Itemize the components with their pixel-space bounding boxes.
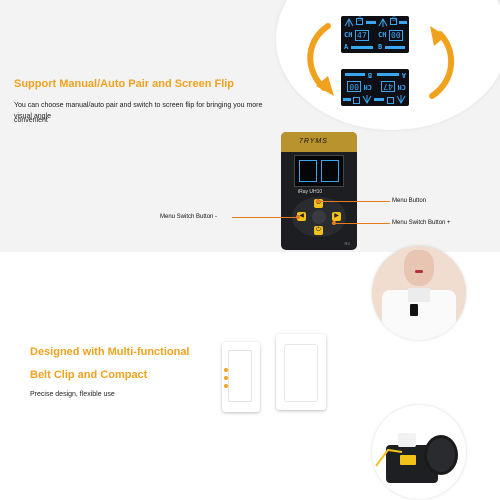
signal-icon: [378, 18, 388, 27]
channel-number-right: 00: [347, 81, 361, 92]
channel-label-left: CH: [397, 83, 406, 91]
channel-number-left: 47: [381, 81, 395, 92]
status-icon-right: [353, 97, 360, 104]
power-button[interactable]: ⏻: [314, 226, 323, 235]
section2-title-line2: Belt Clip and Compact: [30, 369, 148, 381]
flip-arrow-right-icon: [429, 26, 455, 99]
lcd-display-normal: S S CH 47 CH 00 A B: [341, 16, 409, 53]
level-bar-left: [366, 21, 376, 24]
channel-number-left: 47: [355, 30, 369, 41]
channel-label-right: CH: [378, 31, 387, 39]
camera-mount-photo: [372, 405, 466, 499]
callout-menu-switch-minus: Menu Switch Button -: [160, 214, 218, 220]
transmitter-back-clip: [276, 334, 326, 410]
callout-dot-plus: [332, 221, 336, 225]
section1-description-line2: visual angle: [14, 113, 51, 120]
section2-description: Precise design, flexible use: [30, 391, 115, 398]
volume-bar-right: [345, 73, 365, 76]
transmitter-side-view: [222, 342, 260, 412]
callout-menu-button: Menu Button: [392, 198, 427, 204]
level-bar-right: [399, 21, 407, 24]
channel-label-left: CH: [344, 31, 353, 39]
level-bar-right: [343, 98, 351, 101]
status-icon-left: S: [356, 17, 363, 25]
volume-bar-left: [351, 46, 373, 49]
side-label-b: B: [367, 71, 372, 79]
flip-arrow-left-icon: [307, 23, 334, 96]
side-label-b: B: [378, 43, 383, 51]
center-button[interactable]: [312, 210, 326, 224]
channel-label-right: CH: [363, 83, 372, 91]
callout-menu-switch-plus: Menu Switch Button +: [392, 220, 451, 226]
lapel-mic-photo: [372, 246, 466, 340]
callout-line-minus: [232, 217, 298, 218]
device-top-cap: [281, 132, 357, 152]
menu-switch-minus-button[interactable]: ◀: [297, 212, 306, 221]
callout-line-plus: [334, 223, 390, 224]
device-badge: RX: [344, 241, 350, 246]
section1-description-line1: You can choose manual/auto pair and swit…: [14, 102, 263, 124]
receiver-device: 7RYMS iRay UH10 ⏻ ◀ ▶ ⏻ RX: [281, 132, 357, 250]
signal-icon: [344, 18, 354, 27]
menu-button[interactable]: ⏻: [314, 199, 323, 208]
side-label-a: A: [344, 43, 349, 51]
callout-dot-minus: [296, 215, 300, 219]
device-screen: [294, 155, 344, 187]
volume-bar-left: [377, 73, 399, 76]
level-bar-left: [374, 98, 384, 101]
status-icon-left: [387, 97, 394, 104]
side-label-a: A: [401, 71, 406, 79]
volume-bar-right: [385, 46, 405, 49]
control-pad: ⏻ ◀ ▶ ⏻: [292, 197, 346, 237]
cable-line: [375, 448, 403, 467]
section1-title: Support Manual/Auto Pair and Screen Flip: [14, 78, 235, 90]
signal-icon: [396, 95, 406, 104]
device-model: iRay UH10: [298, 189, 323, 195]
channel-number-right: 00: [389, 30, 403, 41]
callout-dot-menu: [316, 199, 320, 203]
status-icon-right: S: [390, 17, 397, 25]
signal-icon: [362, 95, 372, 104]
section2-title-line1: Designed with Multi-functional: [30, 346, 190, 358]
callout-line-menu: [318, 201, 390, 202]
device-brand: 7RYMS: [299, 138, 328, 145]
menu-switch-plus-button[interactable]: ▶: [332, 212, 341, 221]
lcd-display-flipped: CH 47 CH 00 A B: [341, 69, 409, 106]
